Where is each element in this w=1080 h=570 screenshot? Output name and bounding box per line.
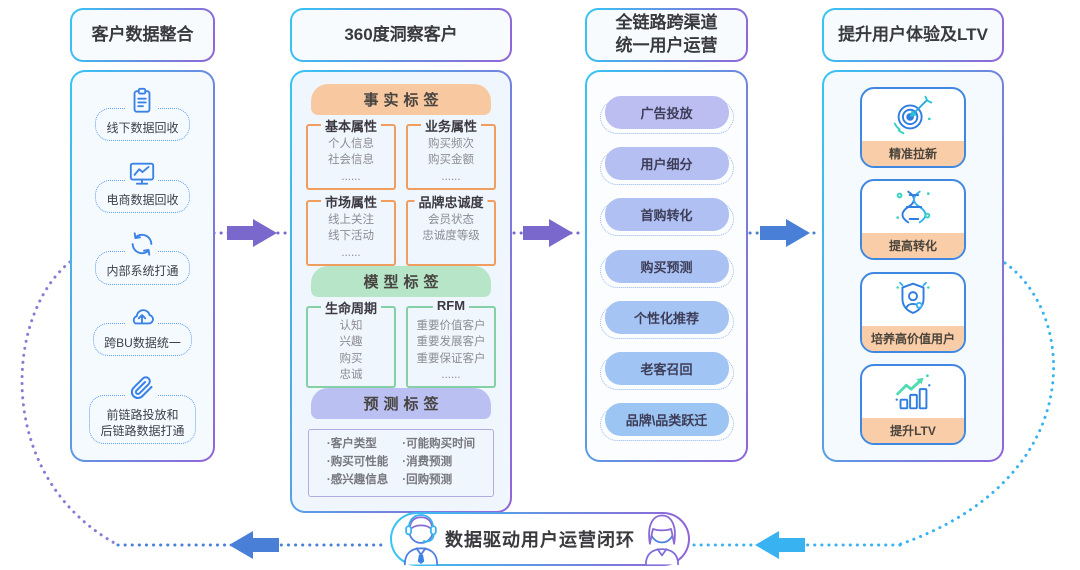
data-source-label: 前链路投放和 后链路数据打通: [89, 394, 196, 444]
dna-icon: [862, 181, 964, 233]
predict-items-right: ·可能购买时间 ·消费预测 ·回购预测: [402, 438, 476, 486]
benefit-card-label: 提升LTV: [862, 417, 964, 443]
tag-group: 市场属性 线上关注 线下活动 ......: [306, 191, 396, 266]
fact-tag-section: 事实标签 基本属性 个人信息 社会信息 ...... 业务属性 购买频次 购买金…: [302, 84, 500, 266]
benefit-card-label: 培养高价值用户: [862, 325, 964, 351]
tag-group-title: 业务属性: [420, 116, 482, 135]
column-body: 事实标签 基本属性 个人信息 社会信息 ...... 业务属性 购买频次 购买金…: [290, 70, 512, 513]
column-body: 广告投放 用户细分 首购转化 购买预测 个性化推荐 老客召回 品牌\品类跃迁: [585, 70, 748, 462]
target-dart-icon: [862, 89, 964, 141]
arrow-col2-col3: [523, 219, 573, 247]
predict-items-left: ·客户类型 ·购买可性能 ·感兴趣信息: [326, 438, 389, 486]
closed-loop-label: 数据驱动用户运营闭环: [392, 514, 688, 564]
arrow-loop-left: [229, 531, 279, 559]
tag-group: 业务属性 购买频次 购买金额 ......: [406, 116, 496, 190]
operation-pill: 首购转化: [599, 198, 734, 237]
data-source-item: 跨BU数据统一: [93, 299, 192, 357]
monitor-chart-icon: [126, 156, 159, 189]
tag-group-items: 个人信息 社会信息 ......: [328, 138, 374, 183]
operation-pill: 品牌\品类跃迁: [599, 402, 734, 441]
operation-pill: 个性化推荐: [599, 300, 734, 339]
tag-group-items: 重要价值客户 重要发展客户 重要保证客户 ......: [416, 319, 486, 381]
shield-user-icon: [862, 274, 964, 326]
male-agent-avatar-icon: [394, 500, 448, 566]
tag-group-items: 会员状态 忠诚度等级: [422, 213, 480, 243]
column-user-operation: 全链路跨渠道 统一用户运营 广告投放 用户细分 首购转化 购买预测 个性化推荐 …: [585, 8, 748, 462]
column-header: 360度洞察客户: [290, 8, 512, 62]
operation-pill-label: 广告投放: [604, 96, 729, 130]
predict-tag-box: ·客户类型 ·购买可性能 ·感兴趣信息 ·可能购买时间 ·消费预测 ·回购预测: [308, 429, 494, 497]
operation-pill: 广告投放: [599, 96, 734, 135]
tag-group-items: 购买频次 购买金额 ......: [428, 138, 474, 183]
tag-group: RFM 重要价值客户 重要发展客户 重要保证客户 ......: [406, 297, 496, 389]
column-header: 提升用户体验及LTV: [822, 8, 1004, 62]
tag-group-title: 基本属性: [320, 116, 382, 135]
column-header: 全链路跨渠道 统一用户运营: [585, 8, 748, 62]
benefit-card-label: 提高转化: [862, 233, 964, 259]
column-data-integration: 客户数据整合 线下数据回收: [70, 8, 215, 462]
column-header-title: 提升用户体验及LTV: [824, 10, 1002, 60]
tag-group-title: RFM: [432, 297, 470, 313]
tag-group: 生命周期 认知 兴趣 购买 忠诚: [306, 297, 396, 389]
data-source-item: 前链路投放和 后链路数据打通: [89, 371, 196, 444]
column-header: 客户数据整合: [70, 8, 215, 62]
benefit-card: 培养高价值用户: [860, 271, 966, 353]
benefit-card: 提高转化: [860, 179, 966, 261]
tag-group-title: 生命周期: [320, 297, 382, 317]
model-tag-section: 模型标签 生命周期 认知 兴趣 购买 忠诚 RFM 重要价值客户 重要发展客户 …: [302, 265, 500, 389]
column-customer-insight: 360度洞察客户 事实标签 基本属性 个人信息 社会信息 ...... 业务属性…: [290, 8, 512, 513]
column-header-title: 360度洞察客户: [292, 10, 510, 60]
column-header-title: 客户数据整合: [72, 10, 213, 60]
data-source-item: 线下数据回收: [95, 85, 190, 142]
operation-pill-label: 首购转化: [604, 198, 729, 232]
arrow-loop-right: [755, 531, 805, 559]
benefit-card-label: 精准拉新: [862, 141, 964, 167]
column-header-title: 全链路跨渠道 统一用户运营: [587, 10, 746, 60]
data-source-item: 内部系统打通: [95, 228, 190, 285]
bar-chart-up-icon: [862, 366, 964, 418]
tag-group: 品牌忠诚度 会员状态 忠诚度等级: [406, 191, 496, 266]
arrow-col3-col4: [760, 219, 810, 247]
predict-tag-section: 预测标签 ·客户类型 ·购买可性能 ·感兴趣信息 ·可能购买时间 ·消费预测 ·…: [302, 388, 500, 497]
section-title: 预测标签: [311, 388, 491, 420]
arrow-col1-col2: [227, 219, 277, 247]
operation-pill: 购买预测: [599, 249, 734, 288]
operation-pill-label: 品牌\品类跃迁: [604, 402, 729, 436]
cloud-upload-icon: [126, 299, 159, 332]
sync-icon: [126, 228, 159, 261]
data-source-item: 电商数据回收: [95, 156, 190, 213]
column-ltv-uplift: 提升用户体验及LTV: [822, 8, 1004, 462]
column-body: 精准拉新 提高转化: [822, 70, 1004, 462]
tag-group-title: 市场属性: [320, 191, 382, 211]
operation-pill-label: 用户细分: [604, 147, 729, 181]
benefit-card: 精准拉新: [860, 87, 966, 169]
clipboard-icon: [126, 85, 159, 117]
tag-group-items: 线上关注 线下活动 ......: [328, 213, 374, 259]
operation-pill-label: 个性化推荐: [604, 300, 729, 334]
operation-pill-label: 老客召回: [604, 351, 729, 385]
tag-group-title: 品牌忠诚度: [414, 191, 488, 211]
tag-group: 基本属性 个人信息 社会信息 ......: [306, 116, 396, 190]
column-body: 线下数据回收 电商数据回收: [70, 70, 215, 462]
operation-pill-label: 购买预测: [604, 249, 729, 283]
section-title: 模型标签: [311, 265, 491, 297]
closed-loop-banner: 数据驱动用户运营闭环: [390, 512, 690, 566]
operation-pill: 用户细分: [599, 147, 734, 186]
female-agent-avatar-icon: [636, 500, 688, 566]
section-title: 事实标签: [311, 84, 491, 115]
benefit-card: 提升LTV: [860, 363, 966, 445]
tag-group-items: 认知 兴趣 购买 忠诚: [339, 319, 363, 381]
operation-pill: 老客召回: [599, 351, 734, 390]
paperclip-icon: [126, 371, 159, 404]
